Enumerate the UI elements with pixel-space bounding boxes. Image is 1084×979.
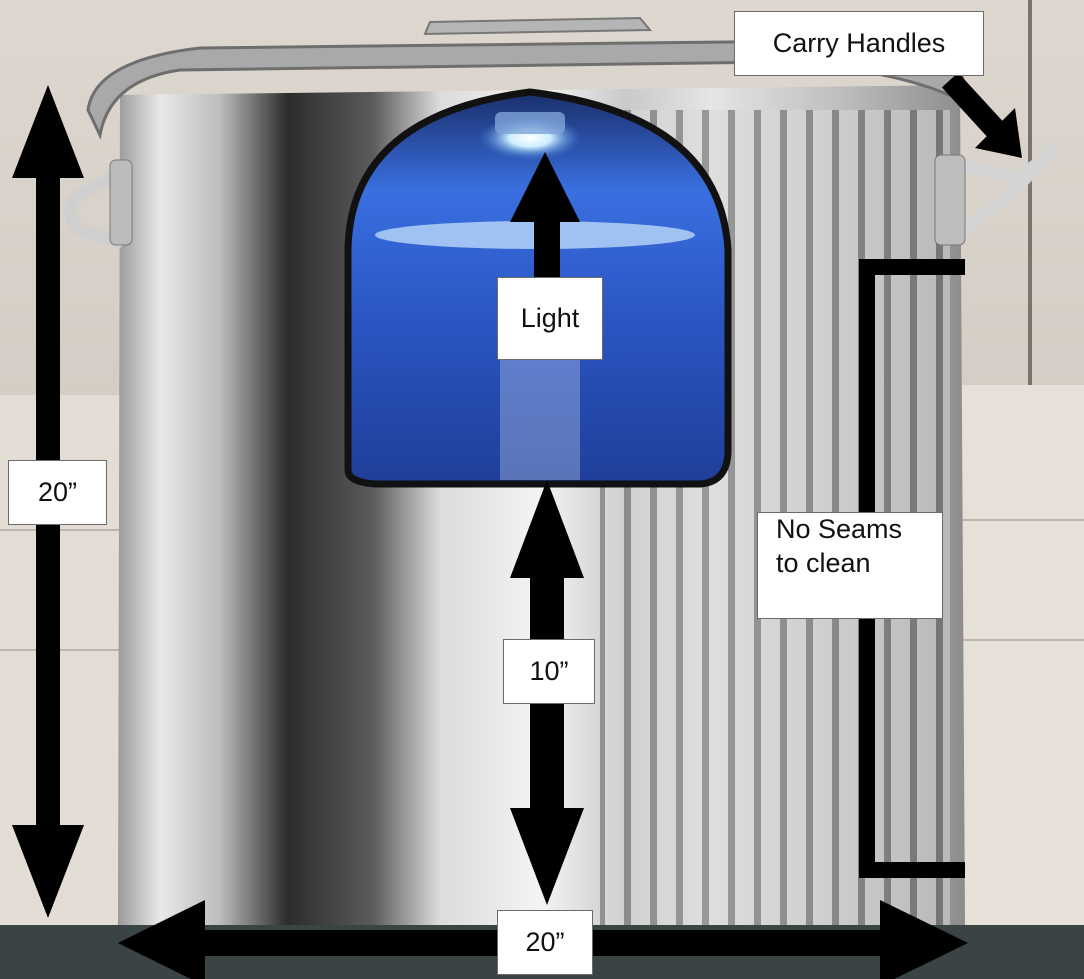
carry-handles-label: Carry Handles <box>734 11 984 76</box>
carry-handles-text: Carry Handles <box>772 27 946 58</box>
width-text: 20” <box>525 926 565 957</box>
window-depth-text: 10” <box>529 655 569 686</box>
height-text: 20” <box>37 476 78 507</box>
no-seams-label: No Seams to clean <box>757 512 943 619</box>
light-text: Light <box>520 302 580 333</box>
height-label: 20” <box>8 460 107 525</box>
no-seams-line1: No Seams <box>776 514 903 544</box>
handles-arrow <box>941 72 1022 158</box>
window-depth-label: 10” <box>503 639 595 704</box>
no-seams-line2: to clean <box>776 547 871 578</box>
light-arrow <box>510 152 580 277</box>
light-label: Light <box>497 277 603 360</box>
width-label: 20” <box>497 910 593 975</box>
